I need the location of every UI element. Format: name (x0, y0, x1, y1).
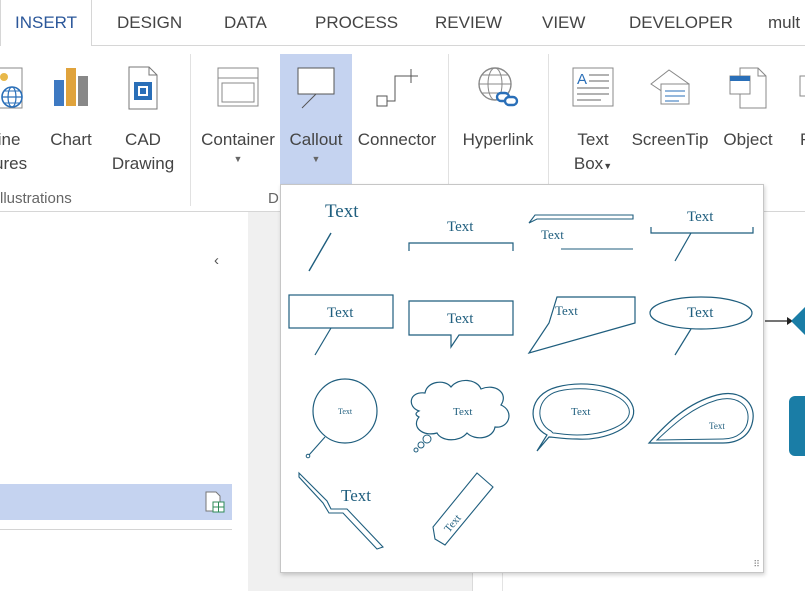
callout-text: Text (687, 209, 714, 225)
cad-drawing-label-2: Drawing (111, 154, 175, 173)
chart-button[interactable]: Chart (44, 66, 98, 152)
callout-bracket-line[interactable]: Text (647, 195, 757, 277)
online-pictures-label-2: ures (0, 154, 28, 173)
group-separator (548, 54, 549, 206)
text-box-label-2: Box▼ (560, 152, 626, 178)
text-box-dropdown-icon: ▼ (603, 161, 613, 171)
online-pictures-icon (0, 67, 23, 109)
callout-text: Text (453, 406, 472, 418)
callout-gallery: Text Text Text Text Text (280, 184, 764, 573)
tab-mult[interactable]: mult (768, 13, 801, 32)
tab-review[interactable]: REVIEW (435, 13, 503, 32)
callout-dropdown-icon: ▼ (311, 154, 321, 164)
ribbon-tab-bar: INSERT DESIGN DATA PROCESS REVIEW VIEW D… (0, 0, 805, 47)
stencil-row-selected[interactable] (0, 484, 232, 520)
text-box-label-1: Text (577, 130, 609, 149)
callout-text: Text (541, 227, 564, 242)
tab-process[interactable]: PROCESS (315, 13, 399, 32)
stencil-icon (205, 491, 225, 513)
chart-label: Chart (50, 130, 92, 149)
page-shapes (765, 307, 805, 456)
screentip-button[interactable]: ScreenTip (628, 66, 712, 152)
tab-developer[interactable]: DEVELOPER (629, 13, 733, 32)
callout-text: Text (555, 303, 578, 318)
callout-text: Text (341, 486, 371, 505)
callout-label: Callout (289, 130, 343, 149)
callout-banner-zigzag[interactable]: Text (297, 471, 387, 553)
cad-drawing-icon (128, 66, 158, 110)
callout-speech-rect[interactable]: Text (407, 295, 517, 355)
field-label: F (792, 128, 805, 152)
callout-text: Text (327, 305, 354, 321)
diagram-parts-group-label: D (268, 190, 279, 207)
object-button[interactable]: Object (716, 66, 780, 152)
container-dropdown-icon: ▼ (233, 154, 243, 164)
hyperlink-label: Hyperlink (462, 130, 534, 149)
tab-data[interactable]: DATA (224, 13, 267, 32)
group-separator (448, 54, 449, 206)
cad-drawing-label-1: CAD (125, 130, 161, 149)
stencil-divider (0, 529, 232, 530)
field-icon (799, 75, 805, 97)
callout-underline-angled[interactable]: Text (525, 195, 640, 277)
hyperlink-icon (478, 67, 519, 107)
hyperlink-button[interactable]: Hyperlink (456, 66, 540, 152)
callout-thought-cloud[interactable]: Text (405, 377, 517, 457)
callout-rectangle[interactable]: Text (287, 291, 397, 361)
chart-icon (54, 68, 88, 106)
callout-text: Text (338, 407, 353, 416)
svg-text:A: A (577, 71, 587, 88)
callout-speech-oval[interactable]: Text (527, 381, 637, 457)
callout-text: Text (709, 421, 725, 431)
resize-grip-icon[interactable]: ⠿ (753, 559, 760, 569)
shapes-pane (0, 212, 248, 591)
callout-text: Text (447, 311, 474, 327)
field-button[interactable]: F (792, 66, 805, 152)
cad-drawing-button[interactable]: CAD Drawing (106, 66, 180, 176)
screentip-icon (650, 69, 690, 105)
object-label: Object (723, 130, 773, 149)
online-pictures-button[interactable] (0, 66, 30, 112)
text-box-icon: A (572, 67, 614, 107)
callout-text: Text (447, 219, 474, 235)
callout-angled-box[interactable]: Text (527, 293, 637, 355)
connector-label: Connector (357, 130, 437, 149)
collapse-pane-icon[interactable]: ‹ (214, 252, 219, 269)
container-button[interactable]: Container ▼ (198, 66, 278, 166)
callout-circle[interactable]: Text (301, 377, 381, 461)
group-separator (190, 54, 191, 206)
tab-design[interactable]: DESIGN (117, 13, 183, 32)
callout-ellipse[interactable]: Text (647, 293, 757, 359)
screentip-label: ScreenTip (631, 130, 709, 149)
text-box-label-2-text: Box (573, 154, 604, 173)
callout-text: Text (687, 305, 714, 321)
tab-insert[interactable]: INSERT (0, 0, 93, 47)
callout-teardrop[interactable]: Text (647, 389, 757, 449)
callout-text: Text (325, 201, 359, 222)
text-box-button[interactable]: A Text Box▼ (560, 66, 626, 178)
online-pictures-label-1: line (0, 130, 21, 149)
illustrations-group-label: llustrations (0, 190, 72, 207)
tab-view[interactable]: VIEW (542, 13, 586, 32)
container-label: Container (201, 130, 275, 149)
callout-button[interactable]: Callout ▼ (280, 54, 352, 184)
callout-tag-diagonal[interactable]: Text (429, 471, 499, 551)
callout-oval-line[interactable]: Text (291, 195, 391, 277)
callout-icon (297, 67, 335, 109)
connector-button[interactable]: Connector (354, 66, 440, 152)
connector-icon (376, 69, 418, 107)
object-icon (729, 67, 767, 109)
callout-text: Text (571, 406, 590, 418)
container-icon (217, 67, 259, 107)
callout-bracket[interactable]: Text (405, 195, 515, 277)
